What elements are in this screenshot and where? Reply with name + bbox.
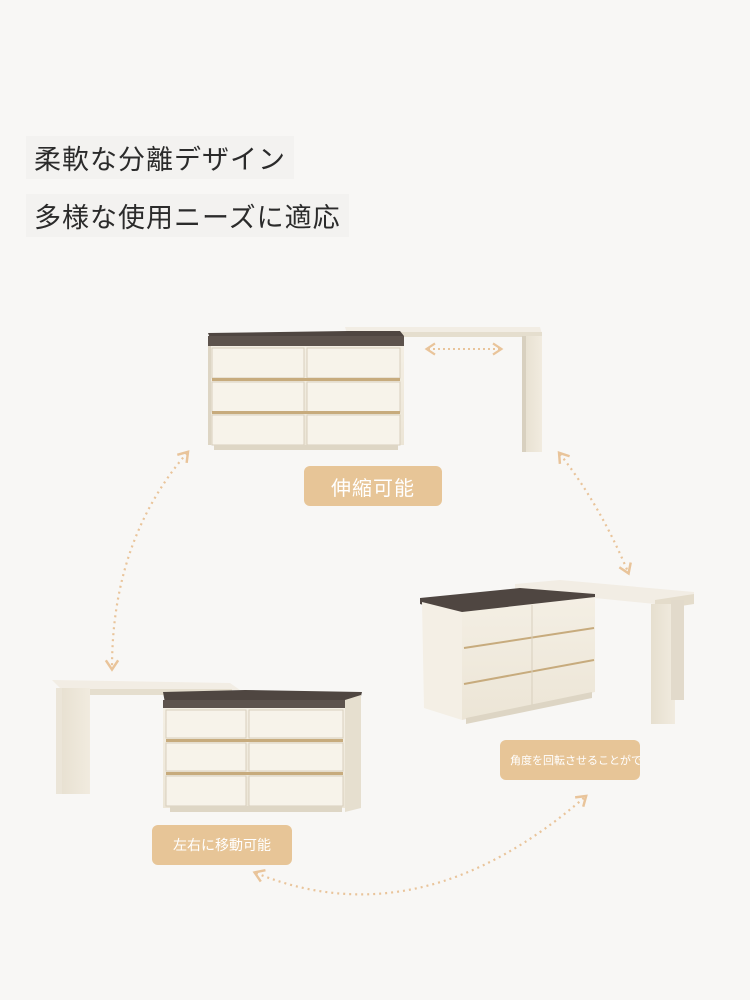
cabinet-moved [52,680,362,812]
badge-rotatable: 角度を回転させることができる [500,740,640,780]
cycle-arrow-icon [104,450,632,896]
cabinet-extended [208,327,542,452]
badge-extendable: 伸縮可能 [304,466,442,506]
cabinet-rotated [420,580,694,724]
heading-versatile-use: 多様な使用ニーズに適応 [26,194,349,237]
heading-flexible-design: 柔軟な分離デザイン [26,136,294,179]
badge-movable: 左右に移動可能 [152,825,292,865]
